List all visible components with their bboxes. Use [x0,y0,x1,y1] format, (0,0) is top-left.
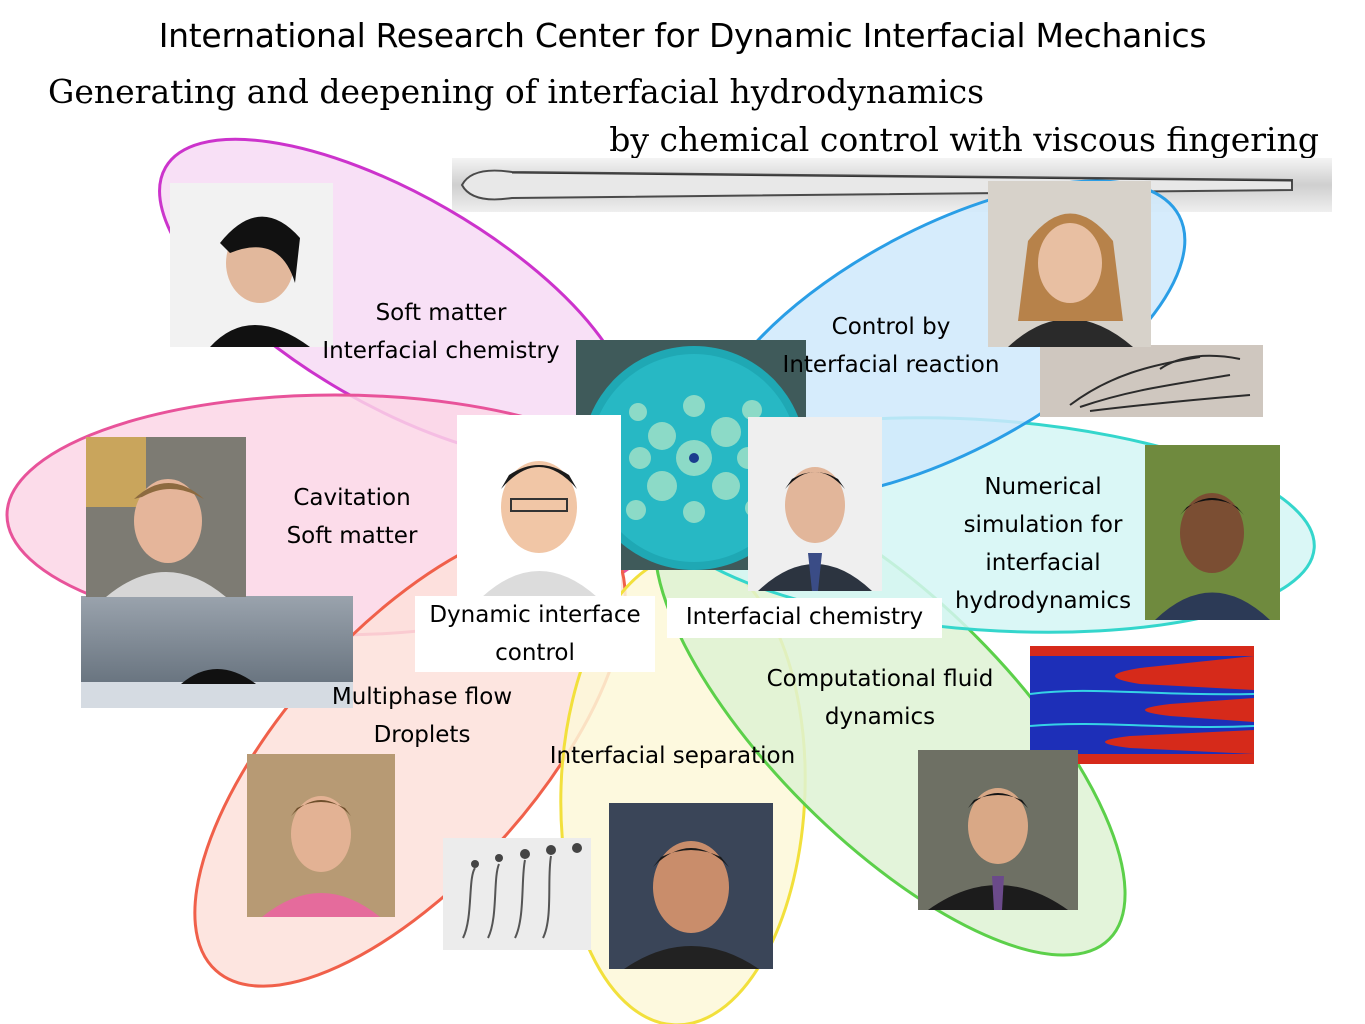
portrait-computational-fluid-dynamics [918,750,1078,910]
portrait-multiphase-flow [247,754,395,917]
label-interfacial-separation: Interfacial separation [530,737,815,775]
label-line: control [495,640,575,666]
label-line: interfacial [985,550,1101,576]
label-line: hydrodynamics [954,588,1132,614]
subtitle-line-1: Generating and deepening of interfacial … [48,72,985,111]
label-line: dynamics [824,704,936,730]
label-line: Interfacial reaction [782,352,1000,378]
label-line: Soft matter [286,523,418,549]
label-control-interfacial-reaction: Control by Interfacial reaction [766,308,1016,384]
label-interfacial-chemistry: Interfacial chemistry [667,598,942,638]
label-soft-matter-interfacial-chemistry: Soft matter Interfacial chemistry [306,294,576,370]
label-computational-fluid-dynamics: Computational fluid dynamics [745,660,1015,736]
label-line: Control by [831,314,951,340]
portrait-dynamic-interface [457,415,621,597]
portrait-soft-matter [170,183,333,347]
label-line: Cavitation [293,485,411,511]
label-line: simulation for [963,512,1123,538]
cfd-simulation-image [1030,646,1254,764]
portrait-numerical-simulation [1145,445,1280,620]
label-line: Dynamic interface [429,602,641,628]
subtitle-line-2: by chemical control with viscous fingeri… [609,120,1319,159]
label-line: Soft matter [375,300,507,326]
label-multiphase-flow-droplets: Multiphase flow Droplets [312,678,532,754]
portrait-interfacial-separation [609,803,773,969]
label-line: Interfacial chemistry [322,338,560,364]
label-dynamic-interface-control: Dynamic interface control [415,596,655,672]
label-cavitation-soft-matter: Cavitation Soft matter [262,479,442,555]
droplet-sequence-image [443,838,591,950]
label-line: Multiphase flow [331,684,513,710]
portrait-interfacial-reaction [988,181,1151,347]
label-line: Interfacial separation [549,743,796,769]
portrait-cavitation [86,437,246,597]
label-line: Droplets [373,722,471,748]
label-numerical-simulation: Numerical simulation for interfacial hyd… [938,468,1148,620]
fingering-pattern-image [1040,345,1263,417]
flow-channel-image [452,158,1332,212]
label-line: Computational fluid [766,666,994,692]
label-line: Numerical [984,474,1102,500]
main-title: International Research Center for Dynami… [158,16,1207,55]
label-line: Interfacial chemistry [685,604,924,630]
droplet-on-surface-image [81,596,353,708]
portrait-interfacial-chemistry [748,417,882,591]
